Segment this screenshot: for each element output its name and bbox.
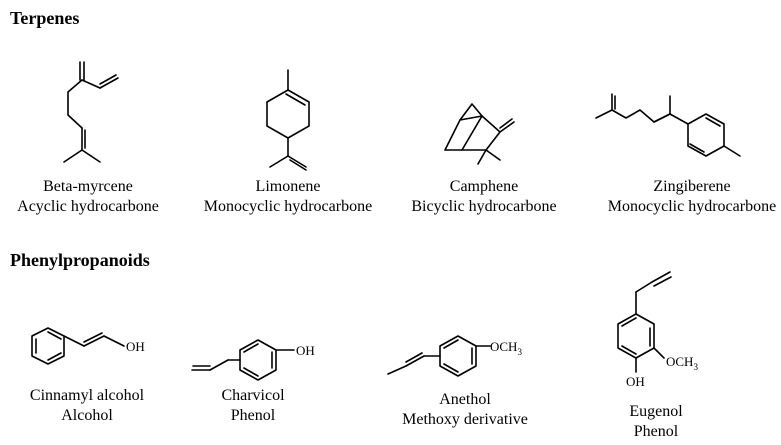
compound-name: Charvicol (221, 387, 285, 404)
svg-text:OCH3: OCH3 (490, 339, 522, 357)
compound-class: Monocyclic hydrocarbone (607, 198, 777, 215)
compound-caption: Eugenol Phenol (629, 402, 682, 442)
structure-limonene (266, 69, 310, 171)
compound-caption: Anethol Methoxy derivative (402, 390, 528, 430)
compound-class: Monocyclic hydrocarbone (203, 198, 373, 215)
compound-name: Beta-myrcene (43, 178, 133, 195)
compound-caption: Limonene Monocyclic hydrocarbone (204, 177, 372, 217)
oh-label: OH (296, 343, 315, 358)
compound-name: Eugenol (629, 403, 683, 420)
svg-text:OCH3: OCH3 (666, 354, 698, 372)
och3-label: OCH (490, 339, 517, 354)
compound-class: Methoxy derivative (402, 411, 528, 428)
oh-label: OH (126, 339, 145, 354)
compound-caption: Zingiberene Monocyclic hydrocarbone (608, 177, 776, 217)
compound-caption: Camphene Bicyclic hydrocarbone (411, 177, 556, 217)
och3-subscript: 3 (693, 362, 698, 372)
compound-name: Anethol (439, 391, 491, 408)
compound-class: Alcohol (61, 407, 113, 424)
structure-beta-myrcene (63, 61, 119, 163)
oh-label: OH (626, 374, 645, 389)
compound-name: Camphene (449, 178, 519, 195)
compound-class: Phenol (633, 423, 679, 440)
section-title-terpenes: Terpenes (10, 8, 80, 28)
compound-caption: Charvicol Phenol (221, 386, 284, 426)
structure-zingiberene (595, 93, 741, 157)
structure-anethol: OCH3 (387, 335, 522, 377)
structure-charvicol: OH (191, 339, 315, 381)
compound-name: Zingiberene (653, 178, 731, 195)
structure-camphene (444, 103, 515, 165)
compound-caption: Beta-myrcene Acyclic hydrocarbone (17, 177, 159, 217)
compound-name: Limonene (255, 178, 321, 195)
section-title-phenylpropanoids: Phenylpropanoids (10, 250, 150, 270)
compound-class: Acyclic hydrocarbone (17, 198, 159, 215)
compound-class: Phenol (230, 407, 276, 424)
compound-caption: Cinnamyl alcohol Alcohol (30, 386, 144, 426)
compound-class: Bicyclic hydrocarbone (411, 198, 557, 215)
compound-name: Cinnamyl alcohol (29, 387, 145, 404)
structure-cinnamyl-alcohol: OH (31, 327, 145, 365)
structure-eugenol: OCH3 OH (617, 271, 698, 389)
och3-subscript: 3 (517, 347, 522, 357)
och3-label: OCH (666, 354, 693, 369)
